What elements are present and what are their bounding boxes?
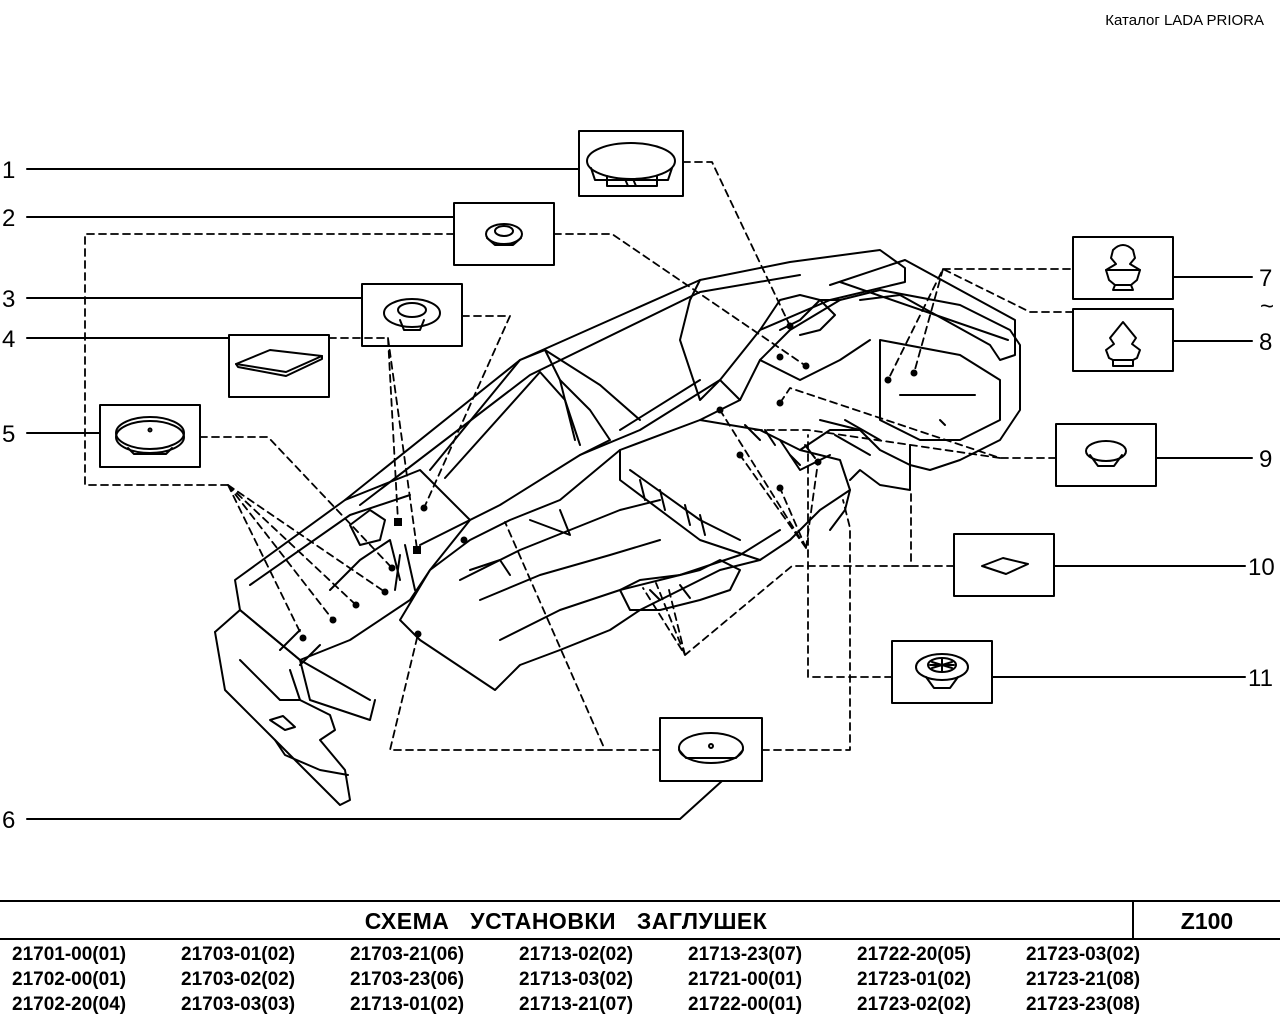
part-box-1 [578,130,684,197]
model-code: 21722-00(01) [688,994,803,1015]
callout-2: 2 [2,205,15,232]
callout-7: 7 [1259,265,1272,292]
model-code: 21713-23(07) [688,944,803,965]
model-code: 21703-02(02) [181,969,296,990]
callout-11: 11 [1248,665,1273,692]
part-box-6 [659,717,763,782]
plug-installation-diagram: 1 2 3 4 5 6 7 ~ 8 9 10 11 [2,130,1275,834]
part-box-4 [228,334,330,398]
catalog-label: Каталог LADA PRIORA [1105,12,1264,29]
model-code: 21713-02(02) [519,944,634,965]
callout-9: 9 [1259,446,1272,473]
model-code: 21703-01(02) [181,944,296,965]
part-box-3 [361,283,463,347]
model-code: 21703-03(03) [181,994,296,1015]
model-code: 21713-21(07) [519,994,634,1015]
callout-8: 8 [1259,329,1272,356]
car-body-drawing [214,249,1021,806]
title-bar: СХЕМА УСТАНОВКИ ЗАГЛУШЕК Z100 [0,900,1280,940]
callout-tilde: ~ [1260,293,1274,320]
body-markers [299,322,918,642]
model-code: 21721-00(01) [688,969,803,990]
part-icons [115,142,1141,764]
part-boxes [99,130,1174,782]
title-divider [1132,902,1134,938]
part-box-10 [953,533,1055,597]
model-code: 21713-03(02) [519,969,634,990]
model-code: 21723-01(02) [857,969,972,990]
model-code: 21702-20(04) [12,994,127,1015]
drawing-title: СХЕМА УСТАНОВКИ ЗАГЛУШЕК [364,908,768,934]
callout-3: 3 [2,286,15,313]
part-box-5 [99,404,201,468]
model-code: 21703-23(06) [350,969,465,990]
callout-4: 4 [2,326,15,353]
callout-1: 1 [2,157,15,184]
callout-6: 6 [2,807,15,834]
part-box-2 [453,202,555,266]
model-code: 21703-21(06) [350,944,465,965]
model-code: 21723-21(08) [1026,969,1141,990]
callout-numbers: 1 2 3 4 5 6 7 ~ 8 9 10 11 [2,157,1275,834]
dashed-pointers [84,161,1074,751]
callout-10: 10 [1248,554,1275,581]
callout-5: 5 [2,421,15,448]
sheet-code: Z100 [1180,908,1234,934]
part-box-7 [1072,236,1174,300]
model-code: 21722-20(05) [857,944,972,965]
part-box-8 [1072,308,1174,372]
model-code: 21701-00(01) [12,944,127,965]
model-code: 21702-00(01) [12,969,127,990]
callout-leaders [26,168,1253,820]
model-code: 21713-01(02) [350,994,465,1015]
model-code: 21723-02(02) [857,994,972,1015]
part-box-11 [891,640,993,704]
model-code: 21723-03(02) [1026,944,1141,965]
model-code: 21723-23(08) [1026,994,1141,1015]
part-box-9 [1055,423,1157,487]
